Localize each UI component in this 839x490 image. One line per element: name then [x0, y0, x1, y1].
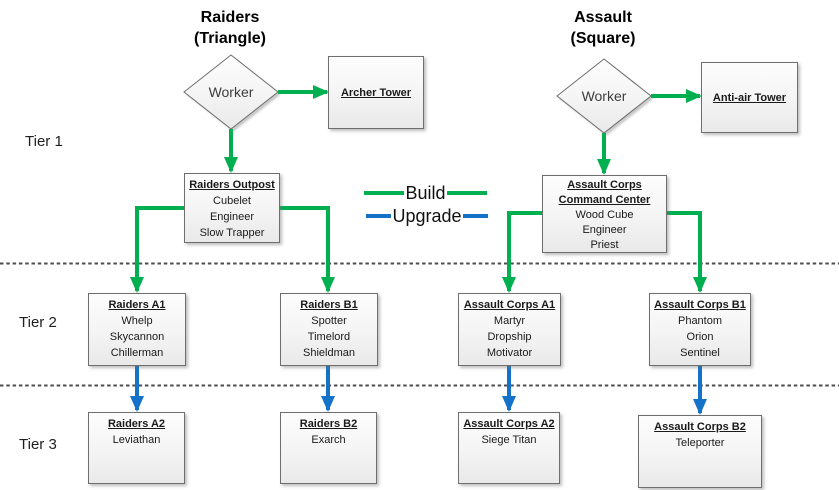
build-arrow-outpost-to-raiders-a1 — [130, 206, 184, 293]
node-title: Raiders A1 — [108, 299, 166, 311]
upgrade-arrows — [130, 366, 707, 415]
unit-name: Shieldman — [303, 347, 355, 359]
unit-name: Martyr — [493, 315, 526, 327]
tier-2-label: Tier 2 — [19, 314, 57, 331]
legend-build-label: Build — [405, 182, 446, 203]
node-title: Raiders B1 — [300, 299, 358, 311]
build-line-sample — [364, 191, 405, 195]
unit-name: Orion — [686, 331, 714, 343]
node-archer-tower: Archer Tower — [328, 56, 424, 129]
build-arrow-cc-to-assault-b1 — [667, 211, 707, 293]
node-raiders-a2: Raiders A2 Leviathan — [88, 412, 185, 484]
build-arrow-cc-to-assault-a1 — [502, 211, 542, 293]
node-raiders-outpost: Raiders Outpost Cubelet Engineer Slow Tr… — [184, 173, 280, 243]
faction-header-raiders: Raiders (Triangle) — [150, 7, 310, 49]
unit-name: Cubelet — [213, 195, 251, 207]
unit-name: Leviathan — [112, 434, 161, 446]
faction-name: Assault — [574, 9, 632, 26]
unit-name: Dropship — [487, 331, 532, 343]
unit-name: Engineer — [582, 224, 627, 236]
unit-name: Whelp — [121, 315, 153, 327]
unit-name: Sentinel — [680, 347, 720, 359]
unit-name: Exarch — [311, 434, 346, 446]
node-title: Anti-air Tower — [712, 91, 787, 104]
upgrade-line-sample — [366, 214, 392, 218]
unit-name: Wood Cube — [575, 209, 634, 221]
unit-name: Skycannon — [109, 331, 165, 343]
node-title: Archer Tower — [340, 86, 412, 99]
unit-name: Siege Titan — [481, 434, 537, 446]
unit-name: Motivator — [486, 347, 533, 359]
node-assault-a2: Assault Corps A2 Siege Titan — [458, 412, 560, 484]
build-line-sample — [446, 191, 487, 195]
node-title: Raiders A2 — [107, 418, 166, 430]
unit-name: Chillerman — [110, 347, 164, 359]
assault-worker-label: Worker — [581, 88, 627, 104]
faction-header-assault: Assault (Square) — [523, 7, 683, 49]
tier-1-label: Tier 1 — [25, 133, 63, 150]
unit-name: Timelord — [307, 331, 351, 343]
node-antiair-tower: Anti-air Tower — [701, 62, 798, 133]
build-arrows — [130, 85, 707, 293]
raiders-worker-label: Worker — [208, 84, 254, 100]
node-raiders-a1: Raiders A1 Whelp Skycannon Chillerman — [88, 293, 186, 366]
node-title: Assault Corps A2 — [463, 418, 555, 430]
unit-name: Phantom — [677, 315, 723, 327]
node-assault-b1: Assault Corps B1 Phantom Orion Sentinel — [649, 293, 751, 366]
node-title: Raiders B2 — [299, 418, 358, 430]
node-raiders-b2: Raiders B2 Exarch — [280, 412, 377, 484]
node-assault-command-center: Assault Corps Command Center Wood Cube E… — [542, 175, 667, 253]
legend-build: Build — [364, 182, 487, 203]
node-raiders-b1: Raiders B1 Spotter Timelord Shieldman — [280, 293, 378, 366]
faction-name: Raiders — [200, 9, 260, 26]
unit-name: Priest — [590, 239, 619, 251]
node-assault-a1: Assault Corps A1 Martyr Dropship Motivat… — [458, 293, 561, 366]
node-title: Raiders Outpost — [189, 179, 275, 191]
faction-subtitle: (Square) — [570, 30, 636, 47]
unit-name: Engineer — [209, 211, 255, 223]
unit-name: Slow Trapper — [199, 227, 265, 239]
legend-upgrade-label: Upgrade — [392, 205, 462, 226]
unit-name: Teleporter — [675, 437, 725, 449]
node-assault-b2: Assault Corps B2 Teleporter — [638, 415, 762, 488]
build-arrow-outpost-to-raiders-b1 — [280, 206, 335, 293]
upgrade-line-sample — [462, 214, 489, 218]
faction-subtitle: (Triangle) — [193, 30, 266, 47]
legend-upgrade: Upgrade — [366, 205, 489, 226]
tier-3-label: Tier 3 — [19, 436, 57, 453]
node-title: Assault Corps B1 — [654, 299, 746, 311]
node-title: Assault Corps A1 — [463, 299, 556, 311]
node-title: Assault Corps B2 — [654, 421, 746, 433]
node-title: Assault Corps Command Center — [558, 179, 651, 206]
unit-name: Spotter — [311, 315, 347, 327]
